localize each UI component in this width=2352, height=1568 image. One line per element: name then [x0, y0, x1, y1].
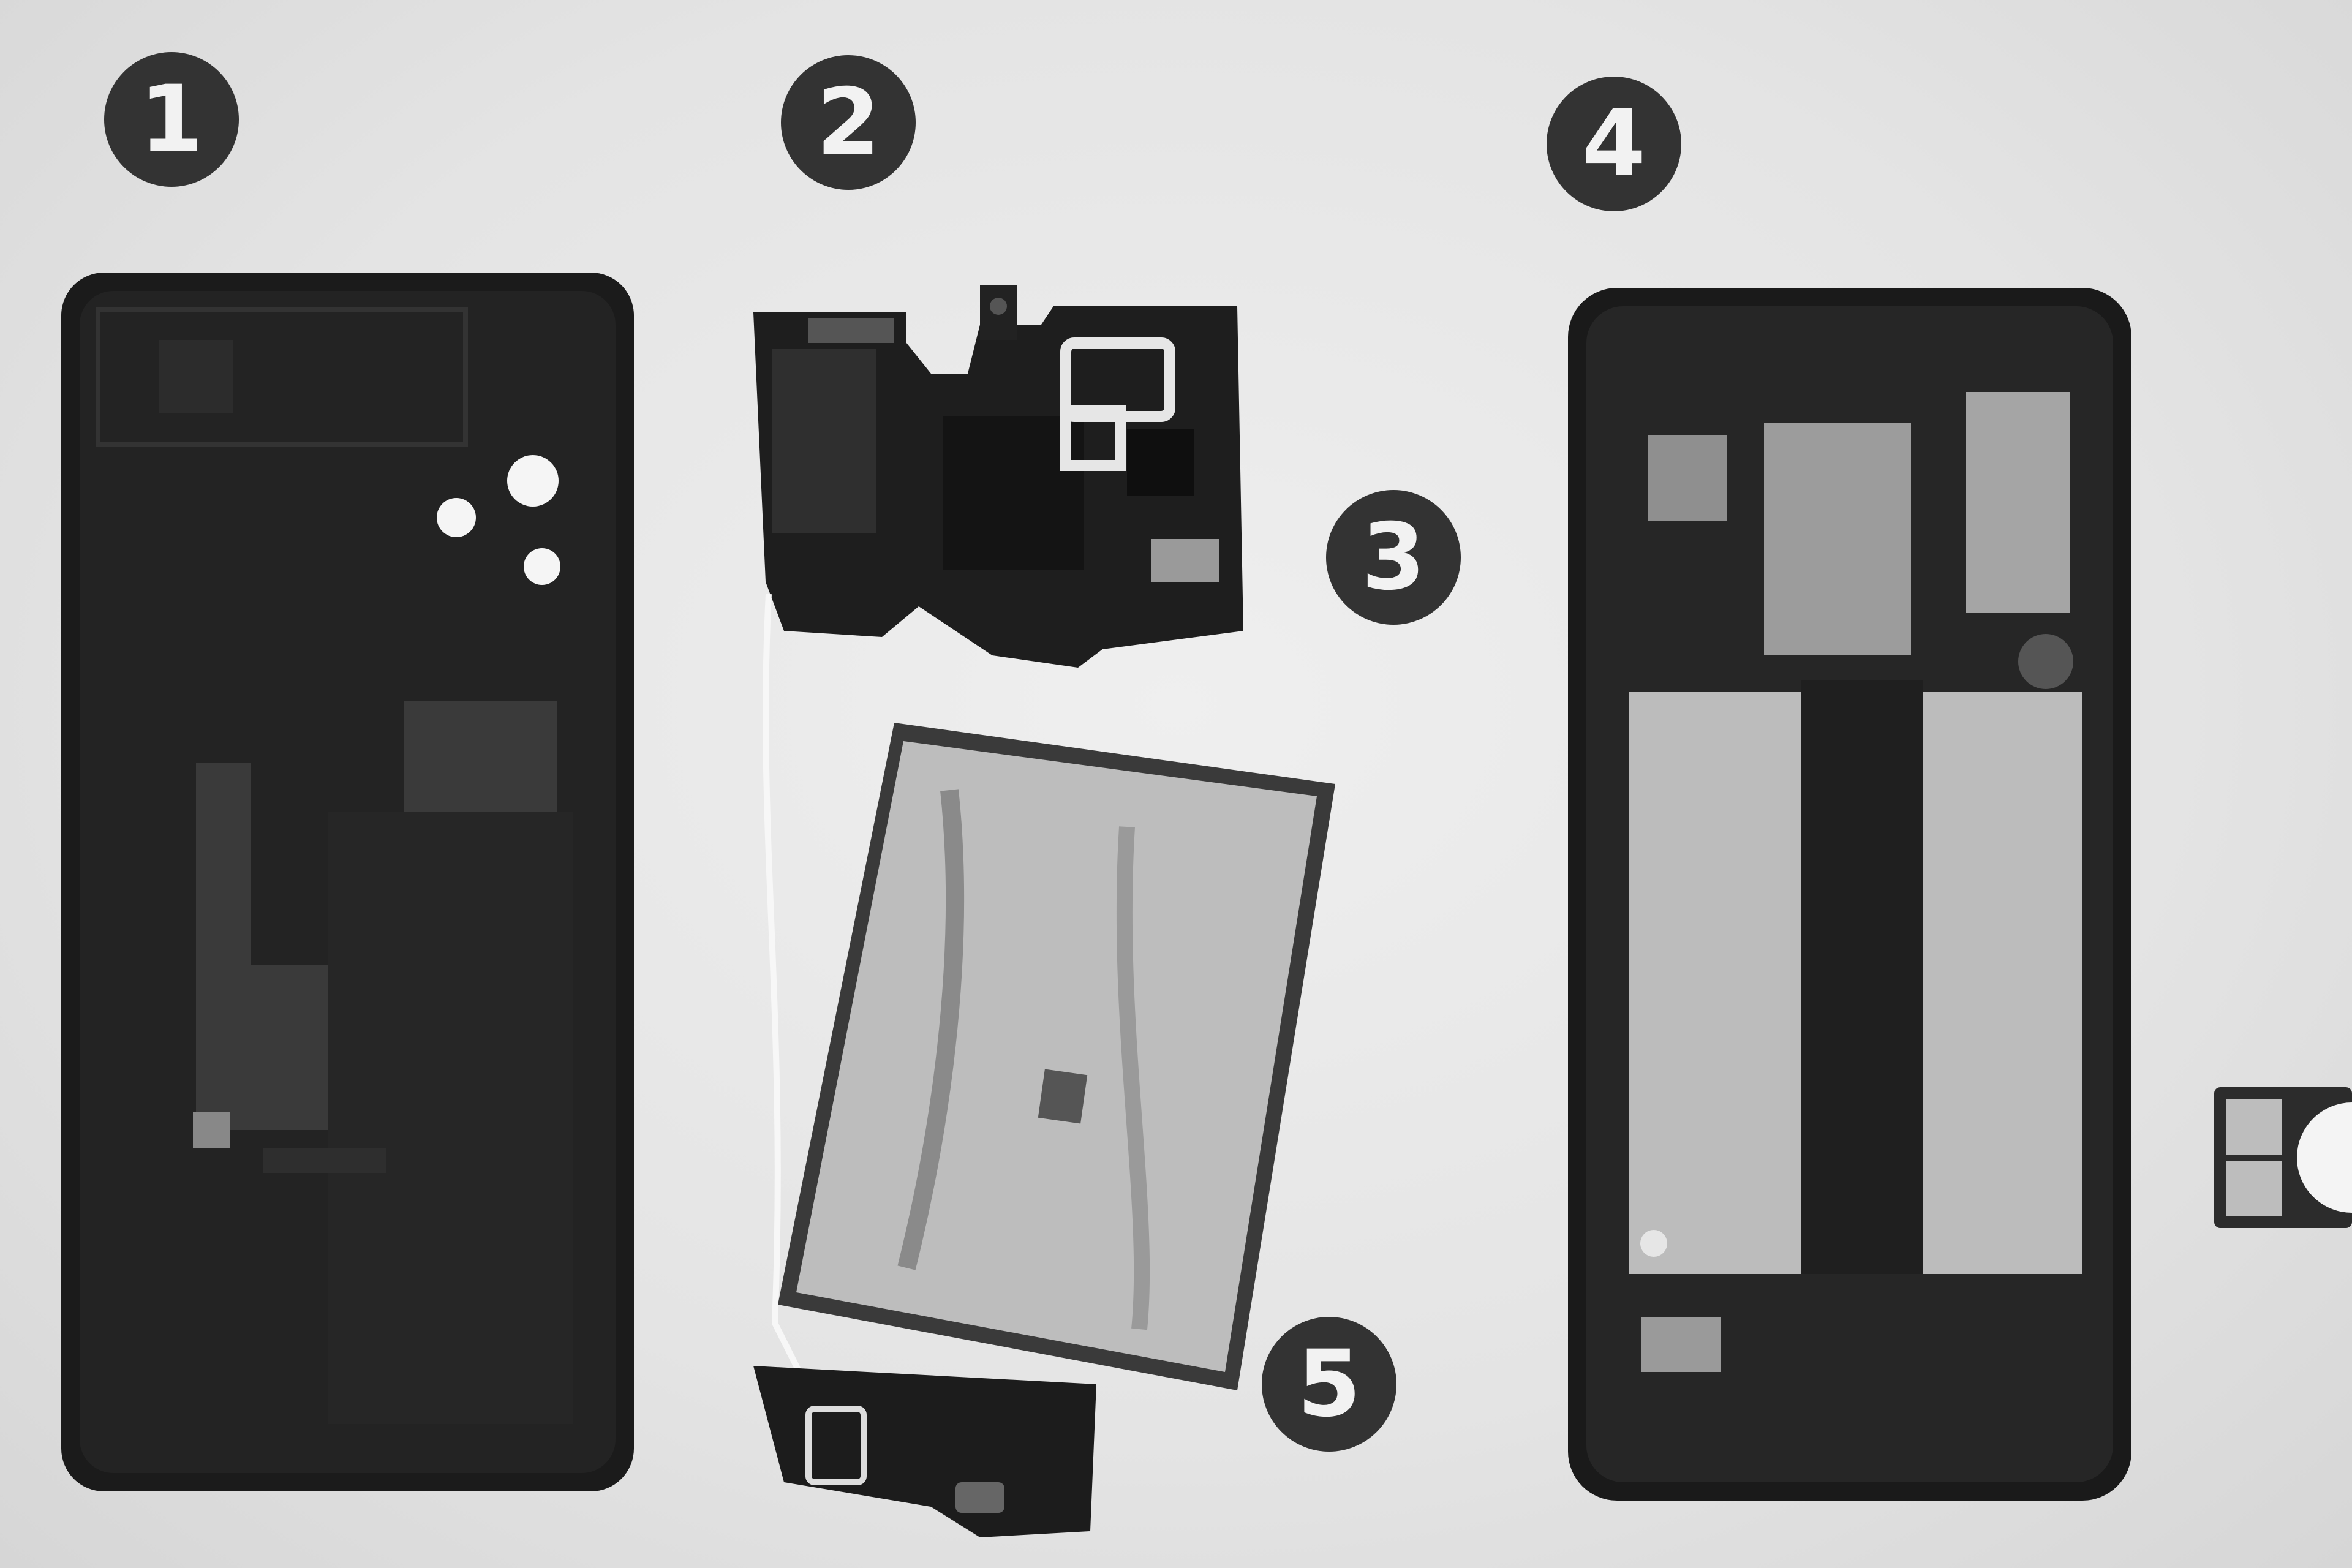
badge-4: 4 [1547, 77, 1681, 211]
badge-3: 3 [1326, 490, 1461, 625]
sim-tray [2214, 1087, 2352, 1228]
badge-2: 2 [781, 55, 916, 190]
badge-1-label: 1 [139, 66, 204, 173]
charging-port-board [753, 1366, 1096, 1537]
phone-back-cover [61, 273, 634, 1491]
mainboard [753, 306, 1243, 668]
badge-1: 1 [104, 52, 239, 187]
badge-2-label: 2 [816, 69, 881, 176]
badge-5-label: 5 [1297, 1331, 1362, 1438]
coaxial-cable [763, 594, 802, 1374]
badge-4-label: 4 [1581, 91, 1646, 197]
badge-3-label: 3 [1361, 504, 1426, 611]
badge-5: 5 [1262, 1317, 1396, 1452]
phone-midframe [1568, 288, 2132, 1501]
battery [778, 723, 1335, 1390]
front-camera [980, 285, 1017, 340]
